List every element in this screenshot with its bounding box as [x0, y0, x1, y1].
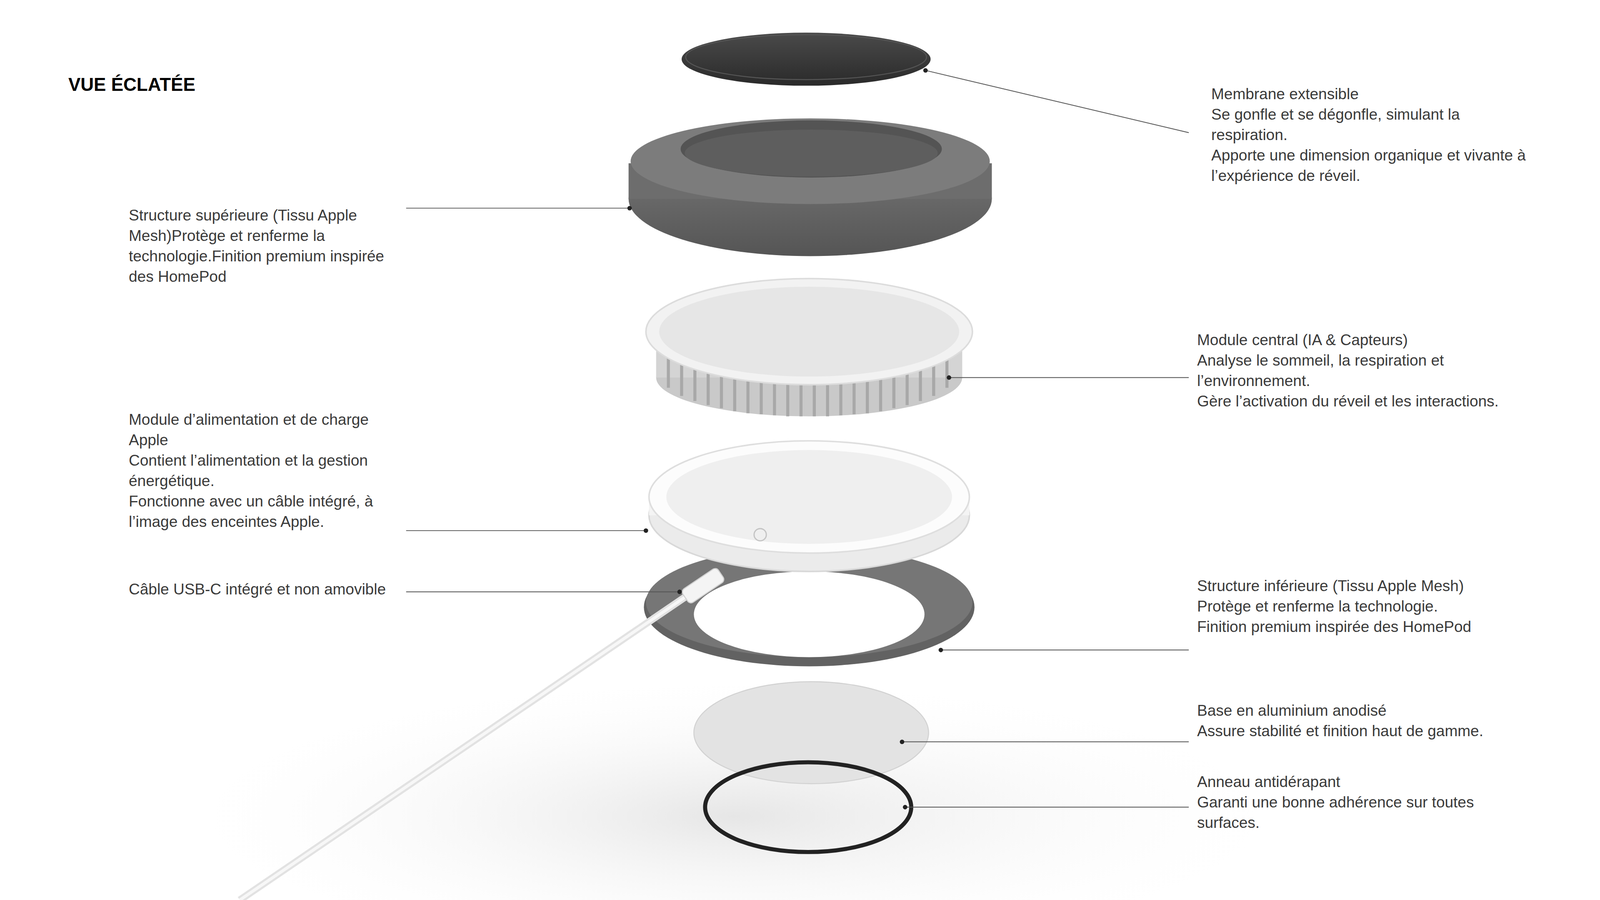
membrane [681, 32, 931, 86]
central-module [645, 278, 973, 416]
leader-dots [627, 68, 952, 810]
callout-text: Base en aluminium anodisé [1197, 700, 1504, 721]
upper-structure [628, 118, 993, 256]
callout-text: Fonctionne avec un câble intégré, à l’im… [128, 490, 397, 532]
callout-group: Structure supérieure (Tissu Apple Mesh)P… [128, 205, 397, 287]
callout-group: Anneau antidérapantGaranti une bonne adh… [1197, 771, 1534, 833]
callout-text: Assure stabilité et finition haut de gam… [1197, 720, 1504, 741]
callout-text: Gère l’activation du réveil et les inter… [1197, 390, 1504, 412]
callout-group: Module central (IA & Capteurs)Analyse le… [1197, 329, 1504, 412]
callout-group: Base en aluminium anodiséAssure stabilit… [1197, 700, 1504, 741]
anti-slip-ring [705, 762, 912, 852]
callout-text: Analyse le sommeil, la respiration et l’… [1197, 350, 1504, 391]
callout-group: Structure inférieure (Tissu Apple Mesh)P… [1197, 575, 1524, 637]
leader-lines [406, 70, 1189, 807]
callout-text: Protège et renferme la technologie. [1197, 595, 1524, 617]
callout-text: Anneau antidérapant [1197, 771, 1534, 792]
membrane-rim [685, 34, 927, 80]
callout-group: Module d’alimentation et de charge Apple… [128, 409, 397, 532]
callout-text: Garanti une bonne adhérence sur toutes s… [1197, 791, 1534, 833]
callout-group: Membrane extensibleSe gonfle et se dégon… [1211, 83, 1528, 186]
callout-text: Finition premium inspirée des HomePod [1197, 616, 1524, 637]
callout-text: Module central (IA & Capteurs) [1197, 329, 1504, 350]
power-module [649, 440, 970, 571]
floor-shadow [163, 673, 1307, 900]
callout-text: Câble USB-C intégré et non amovible [128, 578, 397, 600]
callout-group: Câble USB-C intégré et non amovible [128, 578, 397, 600]
aluminium-base [693, 681, 929, 784]
page-title: VUE ÉCLATÉE [68, 74, 196, 95]
callout-text: Membrane extensible [1211, 83, 1528, 105]
callout-text: Structure inférieure (Tissu Apple Mesh) [1197, 575, 1524, 596]
callout-text: Module d’alimentation et de charge Apple [128, 409, 397, 450]
callout-text: Structure supérieure (Tissu Apple Mesh)P… [128, 205, 397, 287]
callout-text: Se gonfle et se dégonfle, simulant la re… [1211, 104, 1528, 145]
callout-text: Apporte une dimension organique et vivan… [1211, 145, 1528, 186]
callout-text: Contient l’alimentation et la gestion én… [128, 450, 397, 491]
usb-c-cable [240, 566, 726, 900]
